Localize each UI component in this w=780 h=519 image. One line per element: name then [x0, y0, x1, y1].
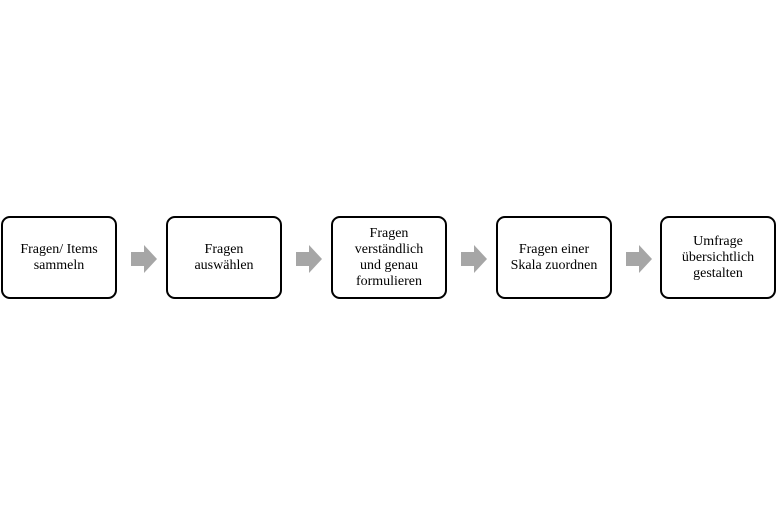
step-box-formulate-questions: Fragen verständlich und genau formuliere… [331, 216, 447, 299]
right-arrow-icon [131, 245, 157, 273]
step-label: Umfrage übersichtlich gestalten [681, 233, 755, 281]
step-label: Fragen verständlich und genau formuliere… [354, 225, 424, 289]
step-label: Fragen/ Items sammeln [20, 241, 98, 273]
right-arrow-icon [626, 245, 652, 273]
step-label: Fragen auswählen [194, 241, 254, 273]
right-arrow-icon [461, 245, 487, 273]
step-box-assign-scale: Fragen einer Skala zuordnen [496, 216, 612, 299]
step-label: Fragen einer Skala zuordnen [510, 241, 598, 273]
step-box-select-questions: Fragen auswählen [166, 216, 282, 299]
right-arrow-icon [296, 245, 322, 273]
step-box-collect-items: Fragen/ Items sammeln [1, 216, 117, 299]
step-box-design-survey: Umfrage übersichtlich gestalten [660, 216, 776, 299]
